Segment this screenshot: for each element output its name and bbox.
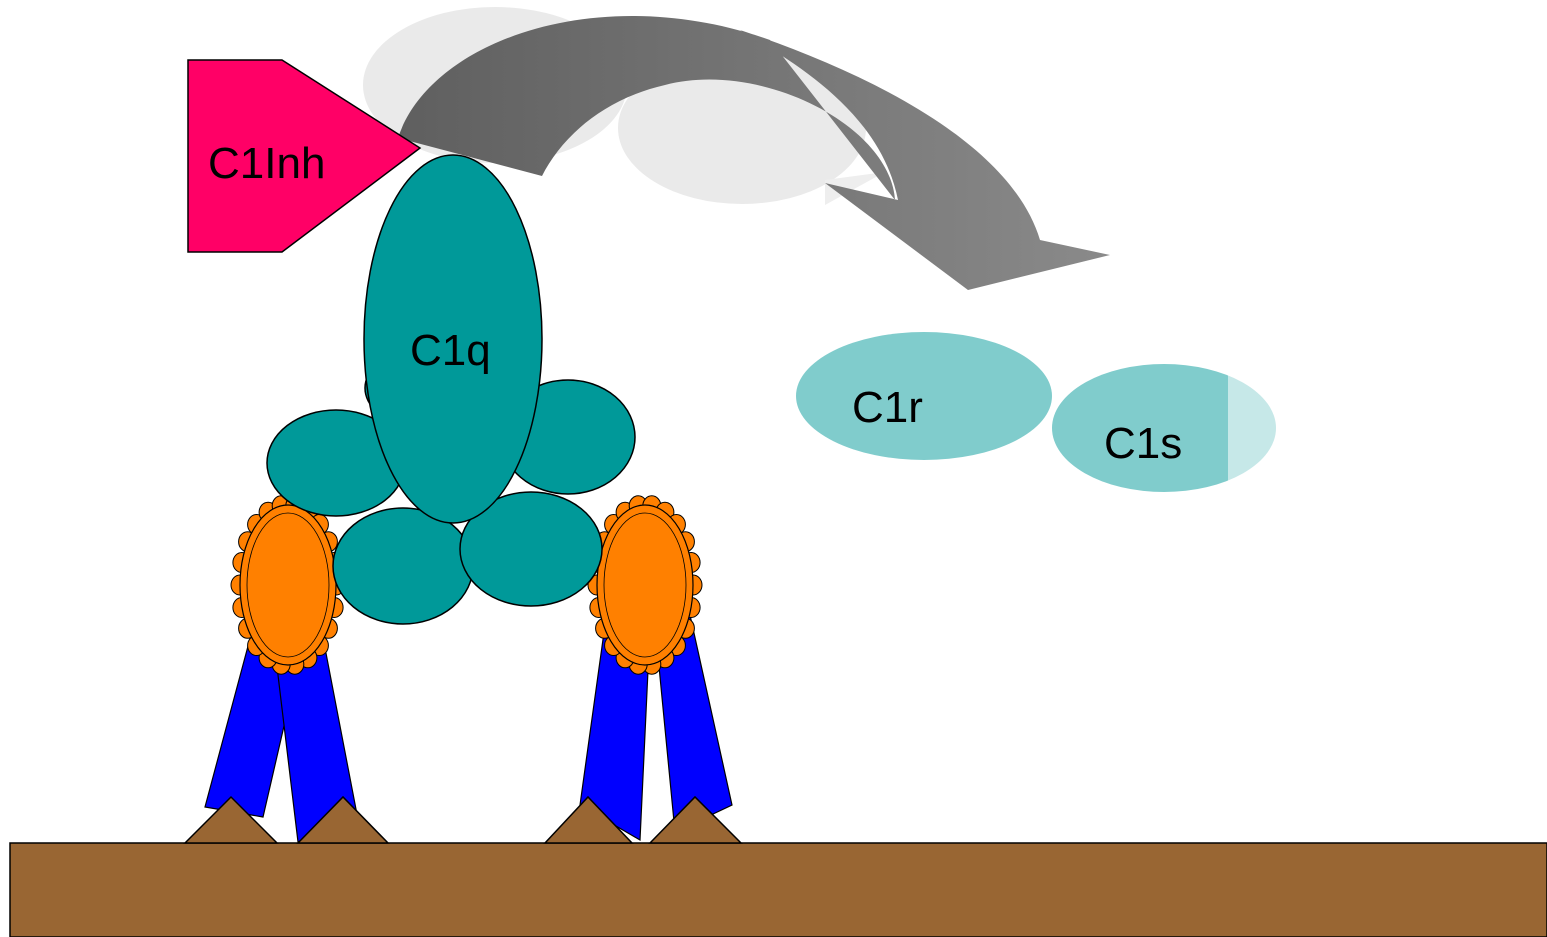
c1s-label: C1s [1104, 419, 1182, 468]
triangle-antigen-icon [648, 795, 743, 844]
triangle-antigen-icon [183, 795, 279, 844]
c1r-label: C1r [852, 383, 923, 432]
left-rosette-icon [230, 495, 346, 675]
right-rosette-icon [587, 495, 703, 675]
c1q-label: C1q [410, 326, 491, 375]
curved-arrow-icon [398, 16, 1110, 290]
triangle-antigen-icon [296, 795, 390, 844]
right-ribbon-icon [579, 614, 733, 842]
rosette-center [603, 512, 687, 658]
triangle-antigen-icon [543, 795, 634, 844]
rosette-center [246, 512, 330, 658]
c1q-molecule: C1q [363, 154, 543, 524]
c1r-molecule: C1r [796, 332, 1052, 460]
c1inh-molecule: C1Inh [187, 59, 422, 253]
cell-surface [9, 842, 1547, 937]
c1s-molecule: C1s [1052, 364, 1290, 492]
antigen-triangles [183, 795, 743, 844]
c1inh-label: C1Inh [208, 139, 325, 188]
